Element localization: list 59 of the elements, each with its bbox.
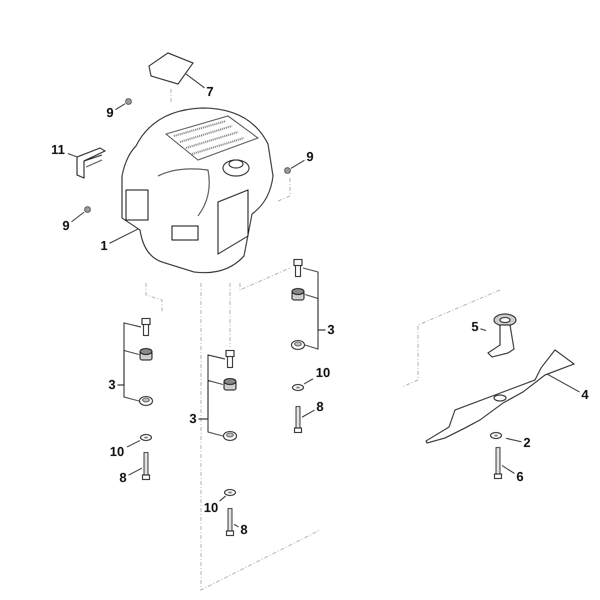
callout-number: 10 [201, 501, 221, 515]
bolt-icon [494, 447, 502, 479]
leader-line [234, 524, 239, 528]
leader-line [302, 410, 315, 418]
spacer-icon [139, 396, 153, 406]
callout-number: 9 [60, 219, 72, 233]
leader-line [186, 74, 205, 88]
callout-number: 5 [470, 320, 480, 334]
callout-number: 9 [104, 106, 116, 120]
leader-line [117, 384, 140, 402]
leader-line [304, 330, 326, 350]
bolt-icon [226, 508, 234, 536]
callout-number: 3 [106, 378, 118, 392]
spacer-icon [291, 340, 305, 350]
callout-number: 1 [98, 239, 110, 253]
washer-icon [292, 384, 304, 391]
callout-number: 6 [514, 470, 526, 484]
bracket-drawing [76, 147, 106, 179]
screw-icon [141, 318, 151, 336]
leader-line [290, 160, 305, 169]
screw-icon [225, 350, 235, 368]
callout-number: 11 [48, 143, 68, 157]
bushing-icon [223, 378, 237, 391]
callout-number: 8 [314, 400, 326, 414]
bolt-icon [294, 406, 302, 433]
screw-icon [293, 259, 303, 277]
bushing-icon [139, 348, 153, 361]
leader-line [71, 212, 84, 222]
spacer-icon [223, 431, 237, 441]
bolt-icon [142, 452, 150, 480]
leader-line [546, 374, 580, 392]
callout-number: 3 [188, 412, 198, 426]
nut-icon [84, 206, 91, 213]
callout-number: 3 [326, 323, 336, 337]
bushing-icon [291, 288, 305, 301]
nut-icon [125, 98, 132, 105]
callout-number: 8 [238, 523, 250, 537]
pad-drawing [148, 52, 194, 85]
blade-adapter-drawing [486, 313, 516, 358]
nut-icon [284, 167, 291, 174]
leader-line [126, 440, 140, 448]
leader-line [506, 438, 522, 442]
leader-line [109, 228, 140, 244]
leader-line [115, 103, 126, 110]
leader-line [198, 418, 224, 436]
callout-number: 4 [580, 388, 590, 402]
leader-line [502, 465, 515, 474]
leader-line [304, 378, 314, 384]
callout-number: 7 [204, 85, 216, 99]
callout-number: 8 [118, 471, 128, 485]
leader-line [480, 328, 486, 332]
callout-number: 2 [522, 436, 532, 450]
leader-line [219, 496, 226, 502]
leader-line [128, 468, 142, 476]
washer-icon [140, 434, 152, 441]
callout-number: 10 [107, 445, 127, 459]
callout-number: 9 [304, 150, 316, 164]
callout-number: 10 [313, 366, 333, 380]
washer-icon [224, 489, 236, 496]
